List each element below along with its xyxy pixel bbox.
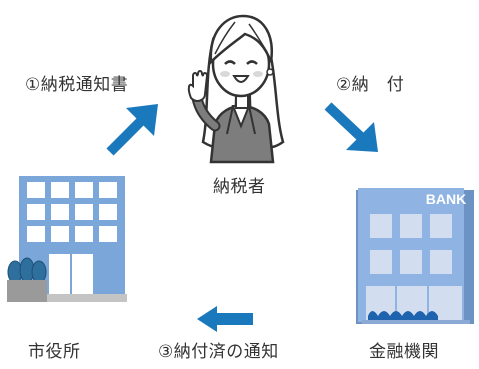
label-bank: 金融機関 bbox=[369, 342, 439, 362]
bank-sign: BANK bbox=[426, 191, 466, 207]
bank-building-icon: BANK bbox=[356, 188, 474, 324]
arrow-left-icon bbox=[197, 306, 253, 332]
label-tax-notice: ①納税通知書 bbox=[25, 75, 129, 95]
label-payment: ②納 付 bbox=[336, 75, 405, 95]
woman-taxpayer-icon bbox=[187, 14, 285, 164]
city-hall-building-icon bbox=[7, 176, 127, 302]
label-taxpayer: 納税者 bbox=[213, 177, 266, 197]
arrow-down-right-icon bbox=[324, 102, 378, 152]
arrow-up-right-icon bbox=[106, 104, 158, 156]
label-payment-completion-notice: ③納付済の通知 bbox=[158, 342, 279, 362]
label-city-hall: 市役所 bbox=[28, 342, 81, 362]
